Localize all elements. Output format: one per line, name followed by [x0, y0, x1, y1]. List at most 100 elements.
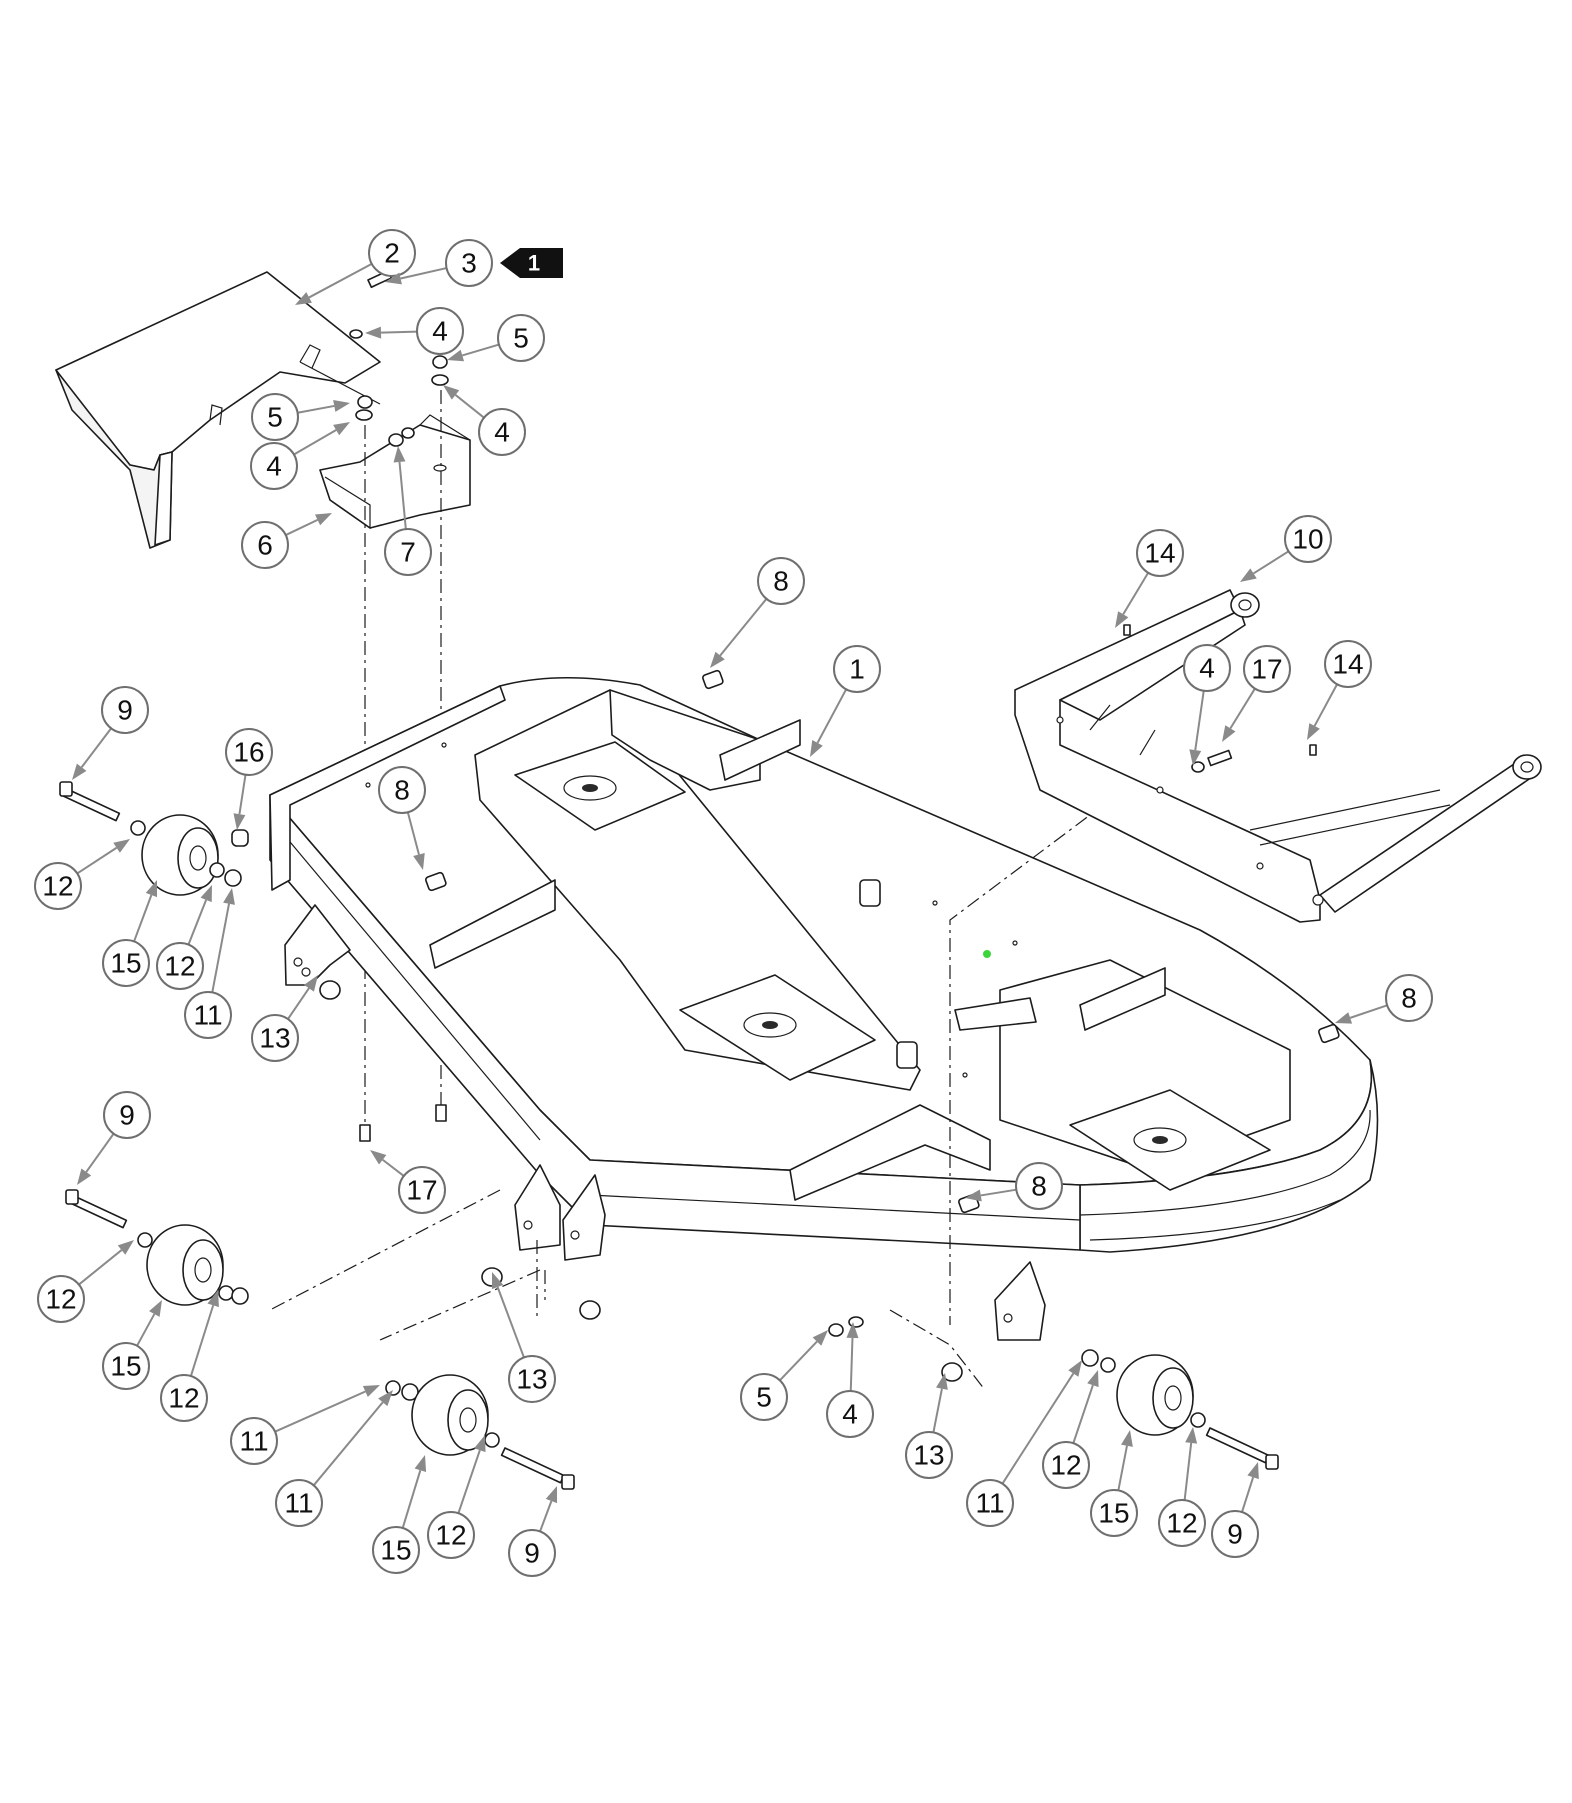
callout-leader — [1072, 1384, 1094, 1444]
callout-arrowhead — [223, 888, 235, 905]
callout-leader — [189, 1304, 215, 1377]
callout-c-12b: 12 — [156, 885, 212, 990]
callout-arrowhead — [304, 975, 318, 992]
callout-number: 11 — [975, 1488, 1004, 1519]
callout-leader — [401, 1470, 422, 1529]
callout-number: 14 — [1144, 538, 1175, 569]
callout-number: 5 — [756, 1382, 772, 1413]
callout-c-9b: 9 — [77, 1091, 151, 1185]
callout-c-4c: 4 — [250, 422, 350, 490]
callout-leader — [980, 1188, 1017, 1197]
callout-c-1: 1 — [810, 645, 881, 757]
callout-number: 15 — [1098, 1498, 1129, 1529]
callout-number: 4 — [1199, 653, 1215, 684]
callout-number: 7 — [400, 537, 416, 568]
callout-leader — [285, 518, 318, 536]
callout-number: 3 — [461, 248, 477, 279]
callout-number: 11 — [284, 1488, 313, 1519]
callout-leader — [1117, 1445, 1128, 1491]
callout-leader — [1183, 1442, 1193, 1501]
callout-arrowhead — [1307, 723, 1320, 740]
callout-leader — [457, 1449, 481, 1514]
hitch-arm — [1014, 589, 1542, 923]
callout-balloon — [251, 393, 299, 441]
callout-balloon — [1090, 1489, 1138, 1537]
callout-balloon — [1015, 1162, 1063, 1210]
callout-c-15d: 15 — [372, 1455, 427, 1574]
callout-c-2: 2 — [295, 229, 416, 305]
mower-deck — [269, 676, 1379, 1253]
callout-number: 12 — [42, 871, 73, 902]
callout-balloon — [275, 1479, 323, 1527]
callout-balloon — [101, 686, 149, 734]
callout-arrowhead — [333, 400, 350, 412]
callout-number: 4 — [494, 417, 510, 448]
callout-arrowhead — [207, 1290, 219, 1308]
callout-arrowhead — [113, 839, 130, 853]
callout-c-14a: 14 — [1115, 529, 1184, 628]
callout-c-4e: 4 — [826, 1322, 874, 1438]
callout-number: 12 — [168, 1383, 199, 1414]
callout-number: 9 — [1227, 1519, 1243, 1550]
callout-balloon — [37, 1275, 85, 1323]
callout-arrowhead — [393, 446, 406, 463]
callout-number: 16 — [233, 737, 264, 768]
callout-c-12d: 12 — [160, 1290, 219, 1422]
callout-balloon — [416, 307, 464, 355]
callout-arrowhead — [1068, 1360, 1082, 1377]
callout-leader — [849, 1337, 854, 1392]
callout-c-4a: 4 — [365, 307, 464, 355]
callout-balloon — [34, 862, 82, 910]
callout-arrowhead — [491, 1272, 504, 1290]
callout-c-8c: 8 — [1335, 974, 1433, 1024]
callout-number: 8 — [1401, 983, 1417, 1014]
chute-bracket — [319, 414, 471, 530]
callout-balloon — [1385, 974, 1433, 1022]
callout-c-12f: 12 — [1158, 1427, 1206, 1547]
callout-c-8d: 8 — [965, 1162, 1063, 1210]
callout-leader — [85, 1133, 115, 1173]
callout-number: 8 — [773, 566, 789, 597]
callout-c-4d: 4 — [1183, 644, 1231, 766]
callout-arrowhead — [1121, 1430, 1133, 1447]
callout-c-8a: 8 — [710, 557, 805, 668]
callout-balloon — [184, 991, 232, 1039]
callout-leader — [274, 1390, 366, 1433]
callout-leader — [462, 343, 500, 357]
callout-leader — [76, 846, 118, 875]
callout-number: 12 — [45, 1284, 76, 1315]
callout-balloon — [1042, 1441, 1090, 1489]
callout-number: 9 — [117, 695, 133, 726]
callout-balloon — [508, 1529, 556, 1577]
callout-balloon — [905, 1431, 953, 1479]
callout-balloon — [102, 939, 150, 987]
callout-balloon — [1324, 640, 1372, 688]
callout-arrowhead — [810, 740, 823, 757]
callout-number: 17 — [1251, 654, 1282, 685]
deck-brackets — [284, 904, 1046, 1341]
callout-number: 9 — [524, 1538, 540, 1569]
callout-leader — [1122, 572, 1150, 615]
callout-c-5c: 5 — [740, 1330, 828, 1421]
callout-arrowhead — [385, 272, 402, 285]
callout-number: 5 — [513, 323, 529, 354]
gauge-wheel-rear-left — [65, 1189, 249, 1306]
callout-c-11c: 11 — [275, 1390, 393, 1527]
callout-leader — [779, 1340, 818, 1382]
callout-number: 10 — [1292, 524, 1323, 555]
callout-leader — [1313, 683, 1338, 727]
callout-leader — [496, 1286, 525, 1358]
callout-leader — [1001, 1372, 1075, 1485]
callout-c-15b: 15 — [102, 1300, 162, 1390]
callout-leader — [932, 1388, 943, 1433]
callout-arrowhead — [365, 326, 382, 339]
callout-leader — [1229, 688, 1256, 729]
callout-c-6: 6 — [241, 513, 332, 569]
callout-arrowhead — [545, 1486, 558, 1504]
callout-balloon — [384, 528, 432, 576]
callout-c-16: 16 — [225, 728, 273, 830]
callout-c-13c: 13 — [905, 1373, 953, 1479]
callout-arrowhead — [1240, 568, 1257, 582]
callout-leader — [400, 267, 447, 280]
